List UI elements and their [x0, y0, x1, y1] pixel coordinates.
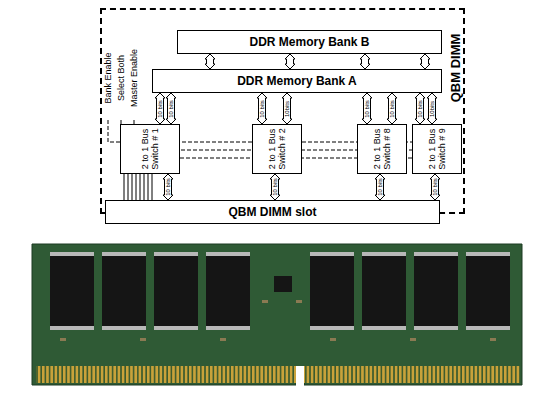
- gold-contacts: [36, 366, 520, 383]
- memory-chip: [414, 256, 458, 326]
- bus-width-label: 10 bits: [389, 100, 396, 118]
- bus-width-label: 10 bits: [377, 178, 384, 196]
- bus-switch: 2 to 1 Bus Switch # 8: [357, 124, 407, 174]
- bus-width-label: 10bits: [284, 100, 291, 116]
- bus-arrow: [257, 93, 267, 124]
- memory-chip: [310, 256, 354, 326]
- key-notch: [296, 366, 304, 385]
- bus-arrow: [360, 54, 370, 69]
- memory-bank: DDR Memory Bank A: [152, 69, 442, 93]
- memory-chip: [206, 256, 250, 326]
- switch-label: 2 to 1 Bus Switch # 8: [372, 126, 392, 172]
- slot-wire: [152, 172, 153, 200]
- chip-pin-row: [206, 252, 250, 256]
- signal-name: Bank Enable: [103, 52, 113, 103]
- slot-wire: [128, 172, 129, 200]
- memory-bank: DDR Memory Bank B: [177, 30, 442, 54]
- bus-switch: 2 to 1 Bus Switch # 2: [252, 124, 302, 174]
- bus-arrow: [375, 174, 385, 200]
- switch-label: 2 to 1 Bus Switch # 1: [140, 126, 160, 172]
- bus-width-label: 10 bits: [165, 178, 172, 196]
- block-label: QBM DIMM slot: [106, 205, 439, 219]
- slot-wire: [132, 172, 133, 200]
- chip-pin-row: [466, 252, 510, 256]
- chip-pin-row: [102, 252, 146, 256]
- memory-chip: [362, 256, 406, 326]
- module-title: QBM DIMM: [448, 13, 463, 123]
- spd-chip: [274, 276, 292, 292]
- signal-name: Select Both: [116, 55, 126, 101]
- bus-arrow: [163, 174, 173, 200]
- switch-label: 2 to 1 Bus Switch # 9: [427, 126, 447, 172]
- memory-chip: [102, 256, 146, 326]
- bus-switch: 2 to 1 Bus Switch # 9: [412, 124, 462, 174]
- smd-part: [330, 338, 336, 341]
- bus-arrow: [155, 93, 165, 124]
- bus-arrow: [270, 174, 280, 200]
- slot-wire: [140, 172, 141, 200]
- smd-part: [220, 338, 226, 341]
- bus-arrow: [166, 93, 176, 124]
- bus-arrow: [420, 54, 430, 69]
- slot-wire: [144, 172, 145, 200]
- smd-part: [262, 300, 268, 303]
- block-label: DDR Memory Bank A: [153, 74, 441, 88]
- smd-parts: [60, 300, 496, 341]
- bus-arrow: [282, 93, 292, 124]
- bus-width-label: 10 bits: [364, 100, 371, 118]
- dimm-photo: [32, 244, 522, 385]
- bus-arrow: [387, 93, 397, 124]
- dimm-pcb: [32, 244, 522, 385]
- switch-label: 2 to 1 Bus Switch # 2: [267, 126, 287, 172]
- bus-arrow: [362, 93, 372, 124]
- chip-pin-row: [362, 252, 406, 256]
- chip-pin-row: [466, 326, 510, 330]
- bus-width-label: 10 bits: [432, 178, 439, 196]
- slot-wire: [136, 172, 137, 200]
- chip-pin-row: [362, 326, 406, 330]
- chip-pin-row: [50, 252, 94, 256]
- chip-pin-row: [50, 326, 94, 330]
- bus-width-label: 10 bits: [272, 178, 279, 196]
- bus-width-label: 10bits: [429, 100, 436, 116]
- block-label: DDR Memory Bank B: [178, 35, 441, 49]
- control-wires: [108, 120, 458, 200]
- chip-pin-row: [154, 326, 198, 330]
- chip-pins: [50, 252, 510, 330]
- smd-part: [296, 300, 302, 303]
- memory-chip: [154, 256, 198, 326]
- smd-part: [140, 338, 146, 341]
- bus-width-label: 10 bits: [259, 100, 266, 118]
- bus-width-label: 10 bits: [157, 100, 164, 118]
- slot-wire: [148, 172, 149, 200]
- chip-pin-row: [310, 252, 354, 256]
- bus-arrow: [415, 93, 425, 124]
- bus-width-label: 10 bits: [417, 100, 424, 118]
- slot-wire: [124, 172, 125, 200]
- bus-arrow: [285, 54, 295, 69]
- bus-arrow: [430, 174, 440, 200]
- smd-part: [410, 338, 416, 341]
- memory-chip: [466, 256, 510, 326]
- chip-pin-row: [310, 326, 354, 330]
- signal-name: Master Enable: [129, 49, 139, 107]
- qbm-dimm-boundary: QBM DIMM DDR Memory Bank B DDR Memory Bank…: [100, 8, 465, 214]
- chip-pin-row: [414, 326, 458, 330]
- chip-pin-row: [102, 326, 146, 330]
- chip-pin-row: [414, 252, 458, 256]
- chip-pin-row: [154, 252, 198, 256]
- smd-part: [490, 338, 496, 341]
- bus-switch: 2 to 1 Bus Switch # 1: [120, 124, 180, 174]
- memory-chips: [50, 256, 510, 326]
- chip-pin-row: [206, 326, 250, 330]
- bus-width-label: 10 bits: [168, 100, 175, 118]
- dimm-slot: QBM DIMM slot: [105, 200, 440, 224]
- smd-part: [60, 338, 66, 341]
- bus-arrow: [205, 54, 215, 69]
- bus-arrow: [427, 93, 437, 124]
- memory-chip: [50, 256, 94, 326]
